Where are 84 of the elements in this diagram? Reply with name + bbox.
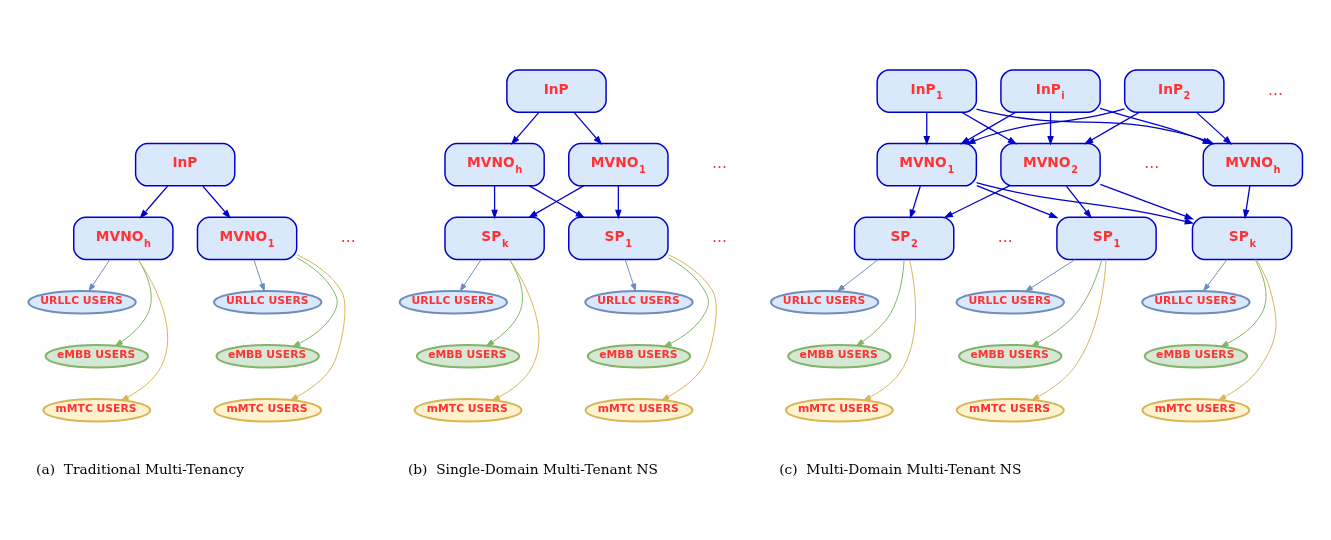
arrow — [615, 185, 622, 220]
arrow — [837, 259, 879, 292]
arrow — [486, 259, 523, 347]
arrow — [661, 254, 717, 401]
arrow — [1242, 185, 1251, 220]
arrow — [1065, 185, 1092, 219]
node-ellipse: mMTC USERS — [584, 398, 694, 423]
arrow — [88, 259, 111, 292]
node-box: InP$_{2}$ — [1123, 69, 1225, 113]
label: ... — [997, 227, 1013, 247]
arrow — [966, 108, 1126, 145]
label: ... — [340, 227, 356, 247]
node-ellipse: eMBB USERS — [958, 343, 1063, 369]
node-ellipse: eMBB USERS — [586, 343, 692, 369]
node-box: SP$_{2}$ — [853, 216, 955, 261]
node-ellipse: URLLC USERS — [955, 289, 1065, 315]
label: (c) Multi-Domain Multi-Tenant NS — [779, 461, 1022, 478]
node-ellipse: URLLC USERS — [1141, 289, 1251, 315]
node-ellipse: URLLC USERS — [27, 289, 137, 315]
node-ellipse: URLLC USERS — [398, 289, 508, 315]
node-box: MVNO$_{1}$ — [876, 142, 978, 187]
node-box: MVNO$_{1}$ — [568, 142, 669, 187]
arrow — [253, 259, 265, 292]
node-ellipse: eMBB USERS — [787, 343, 892, 369]
arrow — [1031, 259, 1107, 401]
arrow — [976, 185, 1059, 219]
label: (a) Traditional Multi-Tenancy — [36, 461, 244, 478]
arrow — [975, 181, 1195, 225]
node-box: InP$_{i}$ — [1000, 69, 1101, 113]
arrow — [1031, 259, 1103, 347]
arrow — [202, 185, 231, 219]
arrow — [459, 259, 482, 292]
label: ... — [1267, 79, 1283, 99]
arrow — [1218, 259, 1277, 401]
node-box: MVNO$_{2}$ — [1000, 142, 1101, 187]
arrow — [1025, 259, 1076, 292]
arrow — [909, 185, 921, 220]
arrow — [290, 254, 346, 401]
node-box: SP$_{1}$ — [1056, 216, 1157, 261]
label: ... — [712, 153, 728, 173]
arrow — [624, 259, 637, 292]
arrow — [1203, 259, 1228, 292]
node-ellipse: mMTC USERS — [955, 398, 1065, 423]
node-ellipse: eMBB USERS — [415, 343, 521, 369]
arrow — [492, 259, 540, 401]
node-ellipse: URLLC USERS — [213, 289, 323, 315]
node-box: InP — [134, 142, 236, 187]
arrow — [943, 185, 1010, 219]
arrow — [139, 185, 169, 219]
arrow — [292, 257, 338, 347]
arrow — [1220, 259, 1267, 347]
node-box: MVNO$_{h}$ — [73, 216, 174, 261]
node-box: SP$_{1}$ — [568, 216, 669, 261]
node-ellipse: URLLC USERS — [584, 289, 694, 315]
node-ellipse: eMBB USERS — [215, 343, 320, 369]
node-box: InP$_{1}$ — [876, 69, 978, 113]
node-ellipse: URLLC USERS — [769, 289, 880, 315]
arrow — [663, 257, 709, 347]
arrow — [863, 259, 917, 401]
node-box: MVNO$_{1}$ — [196, 216, 298, 261]
node-ellipse: mMTC USERS — [784, 398, 894, 423]
arrow — [1083, 111, 1141, 145]
node-ellipse: mMTC USERS — [1141, 398, 1251, 423]
arrow — [491, 185, 498, 220]
label: ... — [712, 227, 728, 247]
node-ellipse: mMTC USERS — [413, 398, 523, 423]
node-box: InP — [506, 69, 607, 113]
arrow — [856, 259, 905, 346]
node-box: SP$_{k}$ — [1191, 216, 1293, 261]
label: ... — [1144, 153, 1160, 173]
arrow — [120, 259, 169, 401]
node-ellipse: eMBB USERS — [1143, 343, 1249, 369]
label: (b) Single-Domain Multi-Tenant NS — [407, 461, 658, 478]
node-box: SP$_{k}$ — [444, 216, 545, 261]
node-ellipse: mMTC USERS — [213, 398, 323, 423]
arrow — [1099, 183, 1194, 220]
node-box: MVNO$_{h}$ — [444, 142, 545, 187]
arrow — [1047, 111, 1054, 146]
node-ellipse: eMBB USERS — [44, 343, 149, 369]
arrow — [923, 111, 931, 146]
node-ellipse: mMTC USERS — [42, 398, 152, 423]
arrow — [573, 111, 603, 146]
node-box: MVNO$_{h}$ — [1202, 142, 1304, 187]
arrow — [510, 111, 540, 146]
